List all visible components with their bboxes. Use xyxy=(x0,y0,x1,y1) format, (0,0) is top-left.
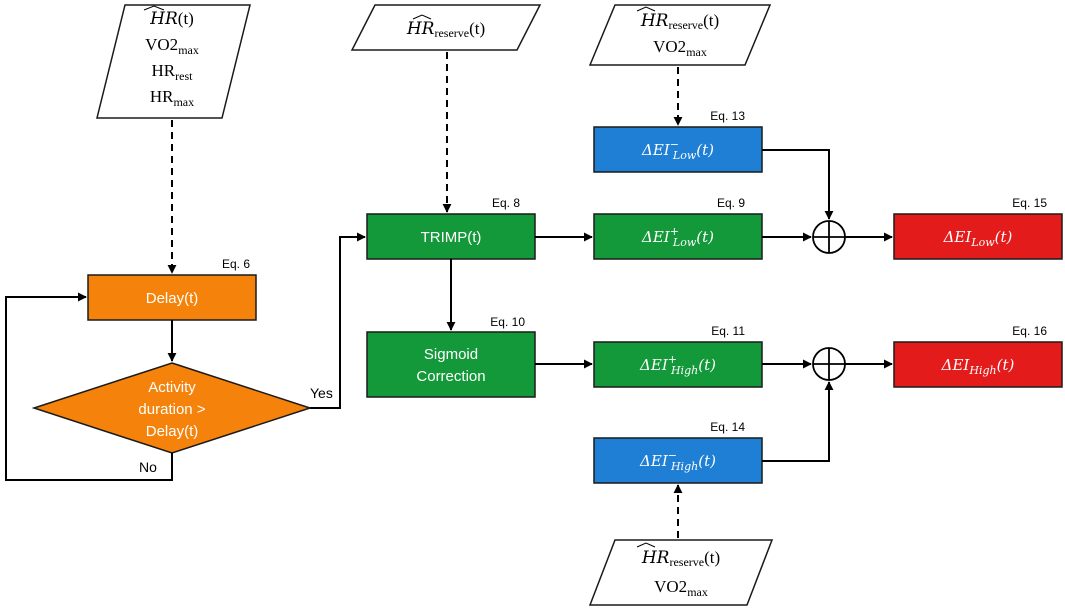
yes-label: Yes xyxy=(310,385,333,401)
arrow-low-minus-to-sum xyxy=(762,149,834,220)
low-minus-label: ΔEI−Low(t) xyxy=(641,138,714,162)
sigmoid-eq: Eq. 10 xyxy=(490,315,525,329)
low-out-shape xyxy=(893,213,1063,260)
high-out-shape xyxy=(893,341,1063,388)
high-plus-shape xyxy=(593,341,763,388)
high-plus-label: ΔEI+High(t) xyxy=(639,353,716,377)
hat-mark xyxy=(143,5,165,11)
connectors xyxy=(5,52,893,538)
input-main-line3: HRrest xyxy=(152,61,194,83)
input-high: HRreserve(t) VO2max xyxy=(588,539,774,606)
high-minus-box: ΔEI−High(t) Eq. 14 xyxy=(593,420,763,484)
high-out-box: ΔEIHigh(t) Eq. 16 xyxy=(893,324,1063,388)
high-out-label: ΔEIHigh(t) xyxy=(941,356,1015,377)
trimp-label: TRIMP(t) xyxy=(421,229,482,246)
arrow-high-minus-to-sum xyxy=(762,381,834,462)
sigmoid-box-shape xyxy=(366,331,536,398)
high-minus-eq: Eq. 14 xyxy=(710,420,745,434)
high-out-eq: Eq. 16 xyxy=(1012,324,1047,338)
input-main: HR(t) VO2max HRrest HRmax xyxy=(96,4,251,119)
input-trimp-text: HRreserve(t) xyxy=(406,19,485,40)
low-plus-shape xyxy=(593,213,763,260)
input-main-line2: VO2max xyxy=(145,35,199,57)
sigmoid-line2: Correction xyxy=(416,368,485,385)
input-main-line4: HRmax xyxy=(150,87,194,109)
low-plus-box: ΔEI+Low(t) Eq. 9 xyxy=(593,196,763,260)
low-plus-eq: Eq. 9 xyxy=(717,196,745,210)
arrow-no-loop xyxy=(5,292,173,481)
input-high-shape xyxy=(588,539,774,606)
no-label: No xyxy=(139,459,157,475)
trimp-eq: Eq. 8 xyxy=(492,196,520,210)
sigmoid-line1: Sigmoid xyxy=(424,346,478,363)
input-trimp: HRreserve(t) xyxy=(350,4,542,51)
high-plus-box: ΔEI+High(t) Eq. 11 xyxy=(593,324,763,388)
high-minus-shape xyxy=(593,437,763,484)
input-low-line2: VO2max xyxy=(653,37,707,59)
delay-eq: Eq. 6 xyxy=(222,257,250,271)
low-minus-box: ΔEI−Low(t) Eq. 13 xyxy=(593,109,763,173)
hat-mark xyxy=(412,14,432,20)
input-trimp-shape xyxy=(350,4,542,51)
decision-line3: Delay(t) xyxy=(146,423,199,440)
input-low-line1: HRreserve(t) xyxy=(640,11,719,32)
low-minus-shape xyxy=(593,126,763,173)
delay-box: Delay(t) Eq. 6 xyxy=(87,257,257,321)
low-out-box: ΔEILow(t) Eq. 15 xyxy=(893,196,1063,260)
low-plus-label: ΔEI+Low(t) xyxy=(641,225,714,249)
low-minus-eq: Eq. 13 xyxy=(710,109,745,123)
trimp-box: TRIMP(t) Eq. 8 xyxy=(366,196,536,260)
high-plus-eq: Eq. 11 xyxy=(711,324,745,338)
low-out-label: ΔEILow(t) xyxy=(943,228,1013,249)
sigmoid-box: Sigmoid Correction Eq. 10 xyxy=(366,315,536,398)
sum-junction-high xyxy=(812,347,846,381)
input-main-shape xyxy=(96,4,251,119)
delay-box-shape xyxy=(87,274,257,321)
decision-line1: Activity xyxy=(148,379,196,396)
input-high-line1: HRreserve(t) xyxy=(641,548,720,569)
hat-mark xyxy=(636,6,656,12)
decision-line2: duration > xyxy=(138,401,205,418)
low-out-eq: Eq. 15 xyxy=(1012,196,1047,210)
input-main-line1: HR(t) xyxy=(149,9,194,29)
input-low-shape xyxy=(588,4,772,66)
hat-mark xyxy=(636,542,656,548)
delay-label: Delay(t) xyxy=(146,290,199,307)
input-low: HRreserve(t) VO2max xyxy=(588,4,772,66)
sum-junction-low xyxy=(812,220,846,254)
decision-diamond: Activity duration > Delay(t) xyxy=(31,362,313,454)
input-high-line2: VO2max xyxy=(654,577,708,599)
high-minus-label: ΔEI−High(t) xyxy=(639,449,716,473)
arrow-yes-to-trimp xyxy=(310,232,366,409)
